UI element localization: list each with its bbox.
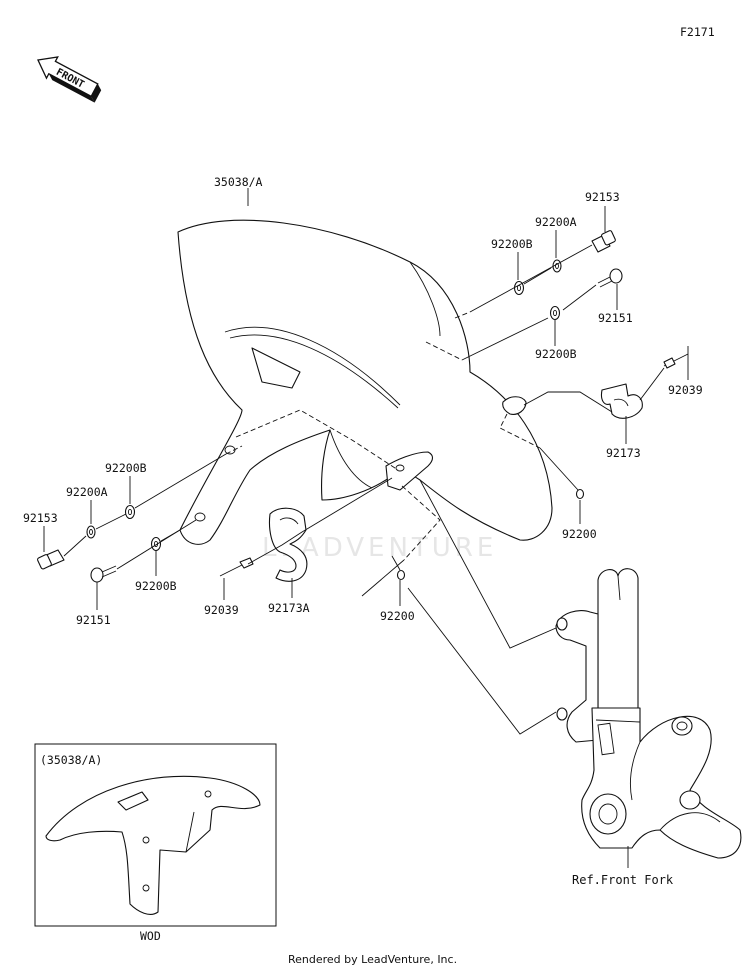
label-92200b-right-top: 92200B — [491, 237, 533, 251]
inset-panel — [34, 743, 277, 927]
footer-credit: Rendered by LeadVenture, Inc. — [288, 953, 457, 966]
label-92200b-right-low: 92200B — [535, 347, 577, 361]
label-92173: 92173 — [606, 446, 641, 460]
grommet-92200-right — [575, 488, 585, 500]
collar-92200b-left-low — [150, 536, 162, 552]
inset-caption: WOD — [140, 929, 161, 943]
bolt-92151-right — [597, 268, 623, 288]
bolt-92153-left — [37, 549, 65, 570]
label-92151-left: 92151 — [76, 613, 111, 627]
label-92039-right: 92039 — [668, 383, 703, 397]
bolt-92153-right — [591, 230, 616, 253]
collar-92200b-left-top — [124, 504, 136, 520]
label-92200a-left: 92200A — [66, 485, 108, 499]
front-arrow-icon: FRONT — [37, 56, 102, 103]
label-92200b-left-low: 92200B — [135, 579, 177, 593]
label-92200-left: 92200 — [380, 609, 415, 623]
label-35038-a: 35038/A — [214, 175, 263, 189]
label-92200b-left-top: 92200B — [105, 461, 147, 475]
clamp-92173 — [600, 383, 643, 419]
front-fork — [555, 568, 742, 859]
label-92173a: 92173A — [268, 601, 310, 615]
rivet-92039-left — [219, 557, 254, 577]
rivet-92039-right — [663, 353, 689, 369]
label-92153-left: 92153 — [23, 511, 58, 525]
label-92039-left: 92039 — [204, 603, 239, 617]
label-92153-right: 92153 — [585, 190, 620, 204]
inset-title: (35038/A) — [40, 753, 102, 767]
label-92200-right: 92200 — [562, 527, 597, 541]
collar-92200b-right-low — [549, 305, 561, 321]
collar-92200a-left — [86, 525, 96, 539]
front-fender — [177, 219, 553, 545]
label-front-fork-ref: Ref.Front Fork — [572, 873, 674, 887]
diagram-code: F2171 — [680, 25, 715, 39]
label-92200a-right: 92200A — [535, 215, 577, 229]
bolt-92151-left — [90, 565, 117, 583]
grommet-92200-left — [396, 569, 406, 581]
label-92151-right: 92151 — [598, 311, 633, 325]
